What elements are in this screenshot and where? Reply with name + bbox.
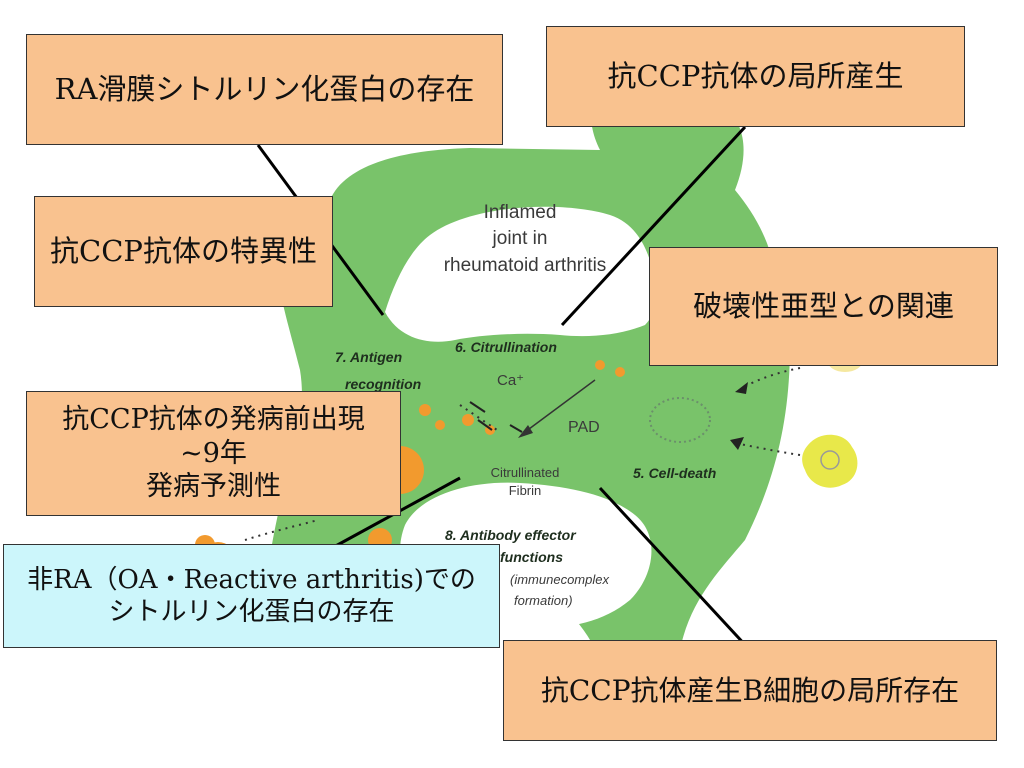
callout-specificity: 抗CCP抗体の特異性 <box>34 196 333 307</box>
callout-b-cell-text: 抗CCP抗体産生B細胞の局所存在 <box>540 674 960 707</box>
label-ca: Ca⁺ <box>497 372 524 389</box>
label-effector-2: functions <box>500 549 563 565</box>
callout-destructive-text: 破壊性亜型との関連 <box>693 289 954 324</box>
ca-arrow-head <box>518 425 533 438</box>
label-citrullinated-1: Citrullinated <box>491 465 560 480</box>
binding-mark <box>469 401 486 413</box>
callout-local-production-text: 抗CCP抗体の局所産生 <box>607 59 904 94</box>
connector-b-cell <box>598 486 750 650</box>
label-antigen-2: recognition <box>345 376 421 392</box>
callout-non-ra-line1: 非RA（OA・Reactive arthritis)での <box>27 564 476 595</box>
joint-title-line2: joint in <box>492 228 548 249</box>
immune-cell <box>419 404 431 416</box>
label-cell-death: 5. Cell-death <box>633 465 716 481</box>
joint-cavity-top <box>385 206 657 342</box>
callout-non-ra: 非RA（OA・Reactive arthritis)での シトルリン化蛋白の存在 <box>3 544 500 648</box>
connector-local-production <box>560 125 747 327</box>
callout-local-production: 抗CCP抗体の局所産生 <box>546 26 965 127</box>
joint-shape <box>266 95 790 681</box>
dying-cell <box>802 434 858 488</box>
callout-non-ra-line2: シトルリン化蛋白の存在 <box>108 597 395 627</box>
label-effector-4: formation) <box>514 593 573 608</box>
callout-preonset-line1: 抗CCP抗体の発病前出現 <box>62 403 365 435</box>
label-pad: PAD <box>568 419 600 436</box>
callout-b-cell: 抗CCP抗体産生B細胞の局所存在 <box>503 640 997 741</box>
binding-mark <box>509 424 523 433</box>
callout-preonset: 抗CCP抗体の発病前出現 ~9年 発病予測性 <box>26 391 401 516</box>
joint-title-line3: rheumatoid arthritis <box>444 255 607 276</box>
callout-preonset-line3: 発病予測性 <box>146 471 281 503</box>
dotted-arrow <box>459 404 501 433</box>
ghost-cell <box>649 397 711 443</box>
dotted-arrow <box>244 519 319 541</box>
immune-cell <box>615 367 625 377</box>
callout-synovium: RA滑膜シトルリン化蛋白の存在 <box>26 34 503 145</box>
callout-destructive: 破壊性亜型との関連 <box>649 247 998 366</box>
arrow-head-right <box>735 382 748 394</box>
dying-cell-nucleus <box>820 450 840 470</box>
binding-mark <box>477 419 493 431</box>
callout-specificity-text: 抗CCP抗体の特異性 <box>50 234 317 269</box>
immune-cell <box>462 414 474 426</box>
label-citrullinated-2: Fibrin <box>509 483 542 498</box>
dying-cell-blob <box>802 434 858 488</box>
arrow-head-cell <box>730 437 744 450</box>
joint-title-line1: Inflamed <box>484 202 557 223</box>
binding-marks <box>469 401 523 433</box>
ca-arrow-line <box>524 379 596 433</box>
immune-cell <box>595 360 605 370</box>
label-effector-1: 8. Antibody effector <box>445 527 577 543</box>
label-effector-3: (immunecomplex <box>510 572 609 587</box>
callout-preonset-line2: ~9年 <box>180 437 247 469</box>
immune-cell <box>435 420 445 430</box>
callout-synovium-text: RA滑膜シトルリン化蛋白の存在 <box>54 72 475 107</box>
label-citrullination: 6. Citrullination <box>455 339 557 355</box>
label-antigen-1: 7. Antigen <box>335 349 402 365</box>
